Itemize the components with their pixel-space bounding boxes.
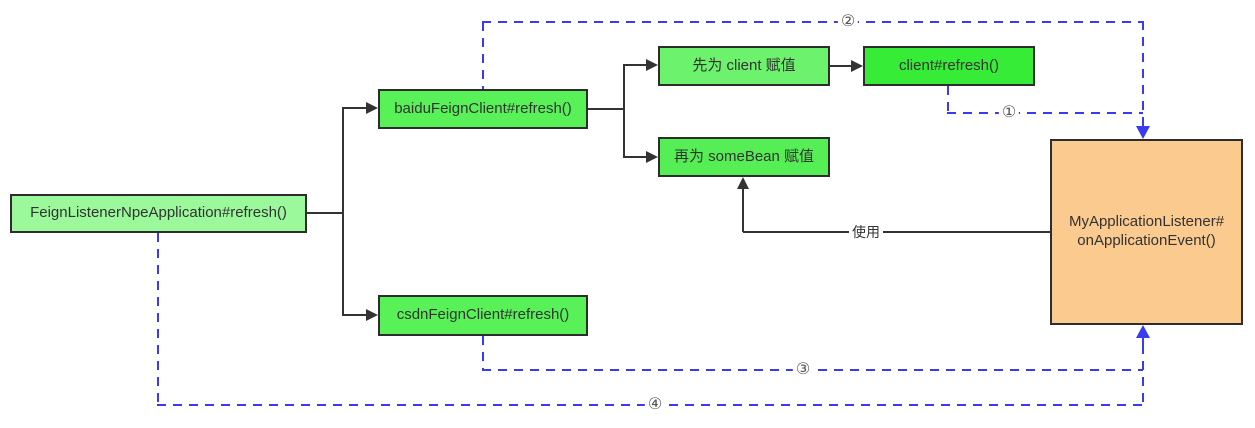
arrowhead-step34-into-listener-bottom [1136, 325, 1150, 338]
node-my-application-listener-line2: onApplicationEvent() [1077, 232, 1216, 249]
edge-label-step2: ② [837, 13, 859, 31]
arrowhead-to-baidu [366, 102, 378, 114]
edge-baidu-branch-vertical [623, 64, 625, 158]
edge-use-horizontal [743, 231, 1050, 233]
edge-to-assign-somebean-segment [623, 156, 648, 158]
node-my-application-listener: MyApplicationListener# onApplicationEven… [1050, 139, 1243, 325]
edge-step2-up-segment [482, 22, 484, 89]
node-csdn-feign-client-refresh: csdnFeignClient#refresh() [378, 295, 588, 336]
node-my-application-listener-line1: MyApplicationListener# [1068, 213, 1225, 231]
arrowhead-to-assign-client [646, 59, 658, 71]
edge-step1-horizontal [947, 112, 1143, 114]
edge-label-step3: ③ [792, 361, 814, 379]
arrowhead-to-assign-somebean [646, 151, 658, 163]
arrowhead-step2-into-listener-top [1136, 126, 1150, 139]
edge-main-branch-vertical [342, 107, 344, 315]
edge-assign-to-refresh-segment [830, 65, 853, 67]
edge-label-step1: ① [998, 104, 1020, 122]
edge-to-baidu-segment [342, 107, 368, 109]
node-assign-somebean: 再为 someBean 赋值 [658, 137, 830, 177]
node-baidu-feign-client-refresh: baiduFeignClient#refresh() [378, 89, 588, 129]
edge-to-csdn-segment [342, 314, 368, 316]
edge-label-use: 使用 [849, 224, 883, 240]
node-client-refresh: client#refresh() [863, 46, 1035, 86]
edge-step4-down-segment [157, 233, 159, 406]
node-assign-client: 先为 client 赋值 [658, 46, 830, 86]
edge-use-vertical [742, 187, 744, 232]
arrowhead-use [737, 177, 749, 189]
edge-step2-arrow-shaft [1142, 118, 1144, 128]
node-feign-listener-refresh: FeignListenerNpeApplication#refresh() [10, 194, 307, 233]
edge-step2-horizontal [482, 21, 1143, 23]
edge-baidu-out-segment [588, 108, 625, 110]
edge-step34-up-segment [1142, 345, 1144, 406]
arrowhead-to-csdn [366, 309, 378, 321]
edge-step34-arrow-shaft [1142, 336, 1144, 348]
edge-to-assign-client-segment [623, 64, 648, 66]
edge-step3-down-segment [482, 336, 484, 370]
edge-step2-down-segment [1142, 21, 1144, 121]
edge-label-step4: ④ [644, 396, 666, 414]
arrowhead-to-client-refresh [851, 60, 863, 72]
edge-main-out-segment [307, 212, 344, 214]
edge-step1-down-segment [947, 86, 949, 113]
